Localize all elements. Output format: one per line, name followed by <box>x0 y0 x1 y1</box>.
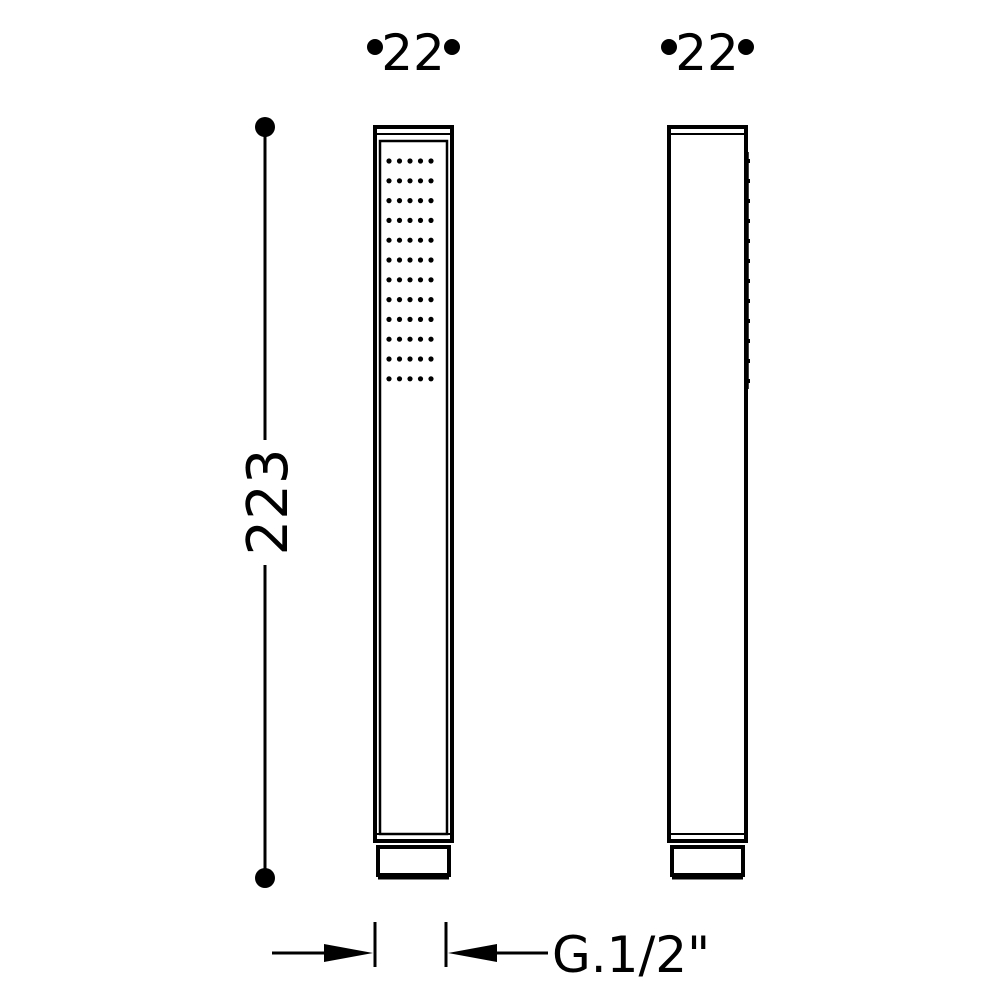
nozzle-dot <box>386 356 392 362</box>
nozzle-dot <box>396 178 403 184</box>
side-connector <box>670 845 745 880</box>
nozzle-dot <box>417 277 424 283</box>
front-view: 22 <box>367 24 460 880</box>
height-dimension: 223 <box>236 117 301 888</box>
nozzle-dot <box>417 257 424 263</box>
side-width-dimension: 22 <box>661 24 754 82</box>
nozzle-dot <box>428 198 434 204</box>
nozzle-dot <box>417 297 424 303</box>
nozzle-dot <box>386 217 392 223</box>
nozzle-dot <box>428 376 434 382</box>
thread-label: G.1/2" <box>552 926 710 984</box>
height-label: 223 <box>236 449 301 556</box>
side-nozzle-ticks <box>745 152 750 389</box>
front-width-dimension: 22 <box>367 24 460 82</box>
nozzle-dot <box>428 297 434 303</box>
nozzle-dot <box>428 217 434 223</box>
nozzle-dot <box>407 316 413 322</box>
side-width-label: 22 <box>675 24 739 82</box>
nozzle-dot <box>417 336 424 342</box>
nozzle-dot <box>407 277 413 283</box>
nozzle-dot <box>428 178 434 184</box>
nozzle-dot <box>396 356 403 362</box>
nozzle-dot <box>396 198 403 204</box>
nozzle-dot <box>417 237 424 243</box>
nozzle-dot <box>396 376 403 382</box>
nozzle-dot <box>386 336 392 342</box>
nozzle-dot <box>396 336 403 342</box>
nozzle-dot <box>396 217 403 223</box>
nozzle-grid <box>386 158 434 382</box>
arrow-right-head <box>448 944 497 962</box>
nozzle-dot <box>428 237 434 243</box>
nozzle-dot <box>428 336 434 342</box>
nozzle-dot <box>428 356 434 362</box>
nozzle-dot <box>396 277 403 283</box>
dimension-dot-left <box>661 39 677 55</box>
nozzle-dot <box>396 257 403 263</box>
nozzle-dot <box>407 158 413 164</box>
nozzle-dot <box>386 277 392 283</box>
nozzle-dot <box>386 376 392 382</box>
side-handle-body <box>667 125 748 843</box>
nozzle-dot <box>396 237 403 243</box>
nozzle-dot <box>417 376 424 382</box>
arrow-left-head <box>324 944 373 962</box>
dimension-dot-right <box>444 39 460 55</box>
nozzle-dot <box>407 198 413 204</box>
nozzle-dot <box>386 198 392 204</box>
nozzle-dot <box>386 316 392 322</box>
nozzle-dot <box>428 316 434 322</box>
nozzle-dot <box>417 198 424 204</box>
side-view: 22 <box>661 24 754 880</box>
nozzle-dot <box>386 297 392 303</box>
nozzle-dot <box>396 316 403 322</box>
nozzle-dot <box>407 217 413 223</box>
nozzle-dot <box>407 297 413 303</box>
nozzle-dot <box>396 158 403 164</box>
front-handle-body <box>373 125 454 843</box>
nozzle-dot <box>386 178 392 184</box>
thread-dimension: G.1/2" <box>272 922 710 984</box>
dimension-dot-left <box>367 39 383 55</box>
nozzle-dot <box>386 237 392 243</box>
nozzle-dot <box>386 158 392 164</box>
front-connector <box>376 845 451 880</box>
nozzle-dot <box>407 376 413 382</box>
nozzle-dot <box>417 178 424 184</box>
nozzle-dot <box>417 316 424 322</box>
nozzle-dot <box>396 297 403 303</box>
dimension-dot-right <box>738 39 754 55</box>
nozzle-dot <box>386 257 392 263</box>
nozzle-dot <box>407 178 413 184</box>
front-inner-face <box>378 139 449 836</box>
nozzle-dot <box>407 356 413 362</box>
nozzle-dot <box>428 277 434 283</box>
nozzle-dot <box>428 158 434 164</box>
nozzle-dot <box>428 257 434 263</box>
nozzle-dot <box>417 356 424 362</box>
nozzle-dot <box>407 257 413 263</box>
front-width-label: 22 <box>381 24 445 82</box>
nozzle-dot <box>417 217 424 223</box>
nozzle-dot <box>407 336 413 342</box>
nozzle-dot <box>417 158 424 164</box>
nozzle-dot <box>407 237 413 243</box>
